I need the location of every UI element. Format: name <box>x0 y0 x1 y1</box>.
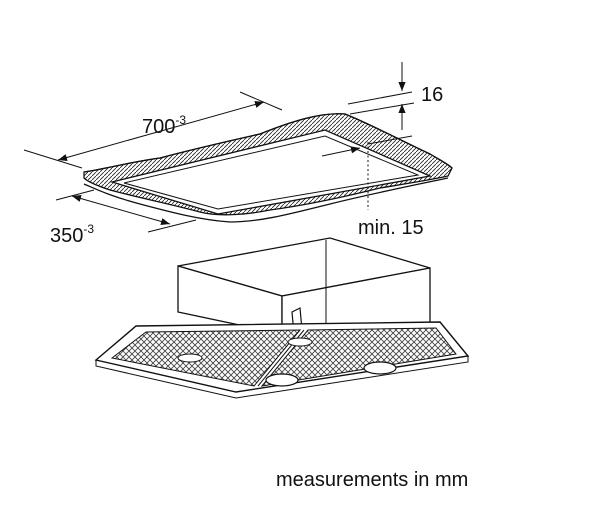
svg-text:350-3: 350-3 <box>50 222 94 247</box>
dimension-depth: 350-3 <box>50 189 197 247</box>
dimension-thickness: 16 <box>347 62 443 130</box>
range-hood <box>94 237 470 399</box>
light-back-right <box>287 337 313 347</box>
dimension-arrow <box>321 146 361 157</box>
light-left <box>265 373 299 387</box>
depth-tolerance: -3 <box>83 222 94 236</box>
width-value: 700 <box>142 116 175 138</box>
measurement-note: measurements in mm <box>276 469 469 491</box>
clearance-value: min. 15 <box>358 217 424 239</box>
dimension-width: 700-3 <box>23 91 283 169</box>
thickness-value: 16 <box>421 84 443 106</box>
depth-value: 350 <box>50 225 83 247</box>
dimension-clearance: min. 15 <box>321 135 424 239</box>
light-back-left <box>177 353 203 363</box>
dimension-arrow <box>71 195 171 225</box>
svg-text:700-3: 700-3 <box>142 113 186 138</box>
width-tolerance: -3 <box>175 113 186 127</box>
dimension-arrow <box>57 100 265 162</box>
ceiling-panel <box>83 113 453 223</box>
filter-mesh-left <box>110 329 302 387</box>
light-right <box>363 361 397 375</box>
